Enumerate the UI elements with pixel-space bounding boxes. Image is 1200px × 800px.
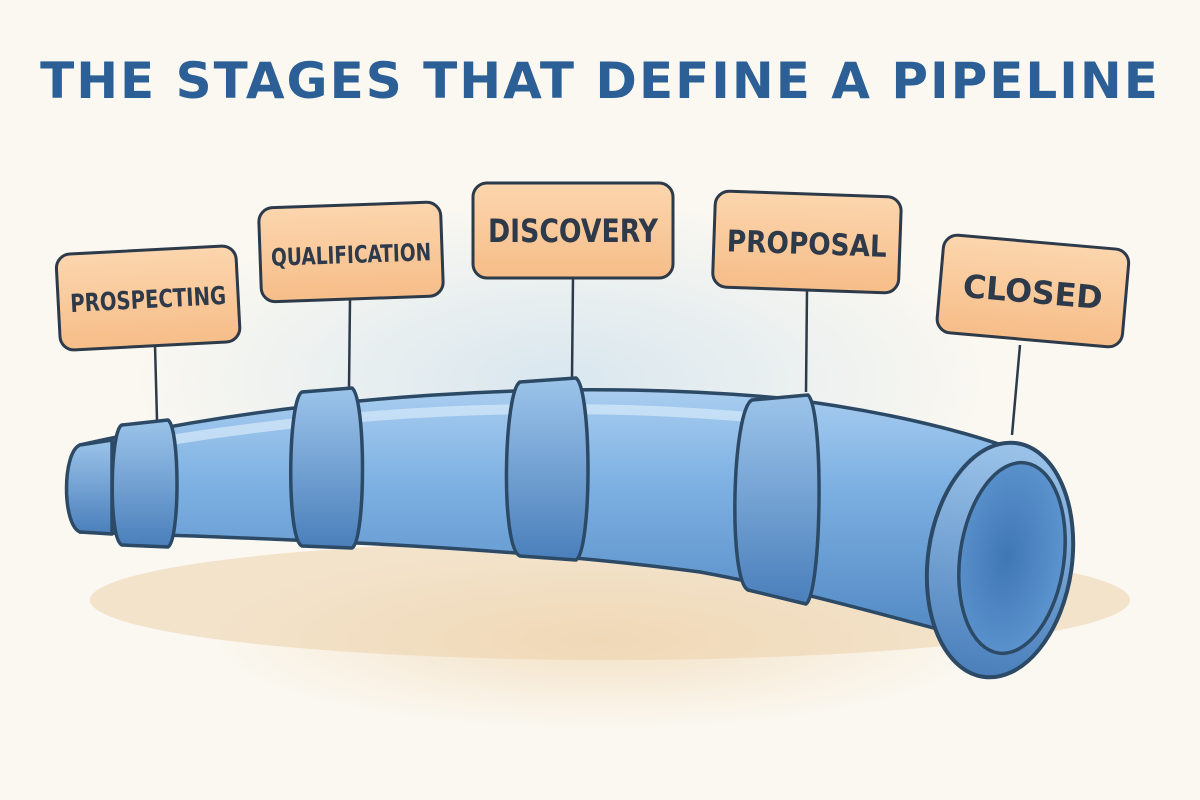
stage-label-text: DISCOVERY [488, 212, 659, 250]
connector-line [1010, 344, 1022, 436]
connector-line [804, 289, 809, 393]
pipe-coupling [733, 393, 821, 606]
stage-label-text: QUALIFICATION [271, 238, 432, 272]
stage-label-box [935, 233, 1131, 349]
pipe-coupling [110, 418, 179, 549]
connector-line [570, 277, 575, 379]
pipe-left-end [64, 438, 114, 536]
pipe-highlight [165, 404, 765, 445]
stage-label-prospecting: PROSPECTING [54, 244, 242, 352]
page-title: THE STAGES THAT DEFINE A PIPELINE [40, 52, 1160, 110]
pipe-coupling [504, 376, 590, 562]
pipe-mouth [924, 440, 1076, 680]
stage-label-proposal: PROPOSAL [711, 189, 903, 295]
stage-labels: PROSPECTING QUALIFICATION DISCOVERY PROP… [54, 181, 1131, 352]
stage-label-qualification: QUALIFICATION [257, 200, 445, 304]
connector-line [347, 299, 352, 389]
stage-label-box [471, 181, 675, 280]
pipe-coupling [289, 386, 365, 550]
stage-label-closed: CLOSED [935, 233, 1131, 349]
stage-label-box [257, 200, 445, 304]
stage-label-discovery: DISCOVERY [471, 181, 675, 280]
stage-label-box [711, 189, 903, 295]
pipe-couplings [110, 376, 821, 606]
stage-label-text: PROPOSAL [726, 224, 887, 265]
stage-label-box [54, 244, 242, 352]
connector-lines [153, 277, 1022, 436]
connector-line [153, 344, 159, 421]
